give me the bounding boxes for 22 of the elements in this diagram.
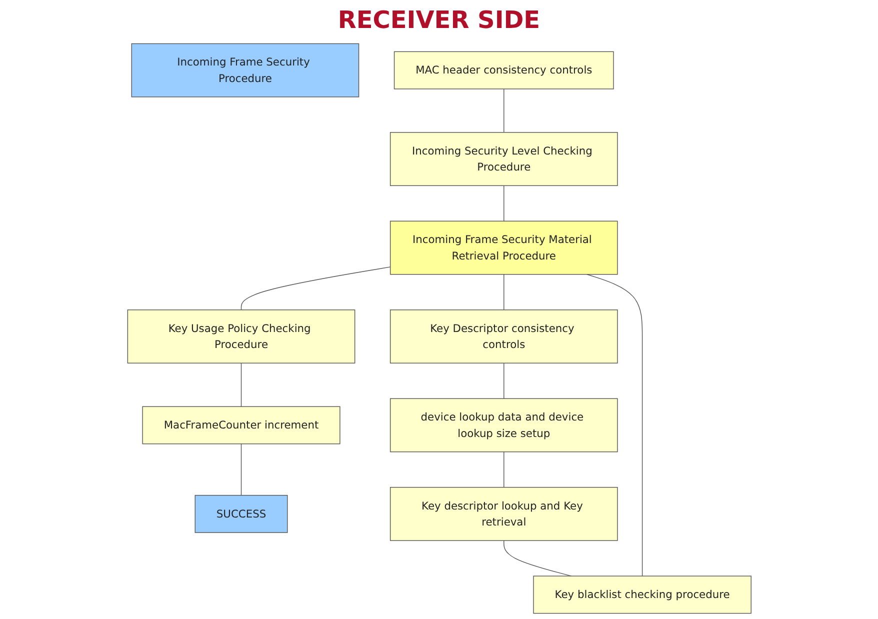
diagram-title: RECEIVER SIDE <box>338 6 540 34</box>
connector <box>503 185 504 222</box>
connector <box>503 451 504 488</box>
connector <box>503 88 504 133</box>
node-box: SUCCESS <box>194 494 288 533</box>
node-box: MacFrameCounter increment <box>142 406 340 444</box>
node-box: Key Usage Policy Checking Procedure <box>126 310 355 364</box>
node-box: MAC header consistency controls <box>394 51 614 90</box>
node-box: Key blacklist checking procedure <box>532 576 752 614</box>
node-box: Incoming Frame Security Procedure <box>130 43 359 98</box>
node-box: Incoming Security Level Checking Procedure <box>390 132 618 186</box>
connector <box>240 362 242 407</box>
node-box: device lookup data and device lookup size setup <box>390 398 618 452</box>
connector <box>240 266 390 310</box>
connector <box>586 274 642 576</box>
node-box: Key descriptor lookup and Key retrieval <box>390 486 618 541</box>
connector <box>503 540 572 576</box>
connector <box>240 444 242 496</box>
connector <box>503 274 504 310</box>
connector <box>503 362 504 399</box>
node-box: Incoming Frame Security Material Retrieval Procedure <box>390 220 618 275</box>
node-box: Key Descriptor consistency controls <box>390 310 618 364</box>
